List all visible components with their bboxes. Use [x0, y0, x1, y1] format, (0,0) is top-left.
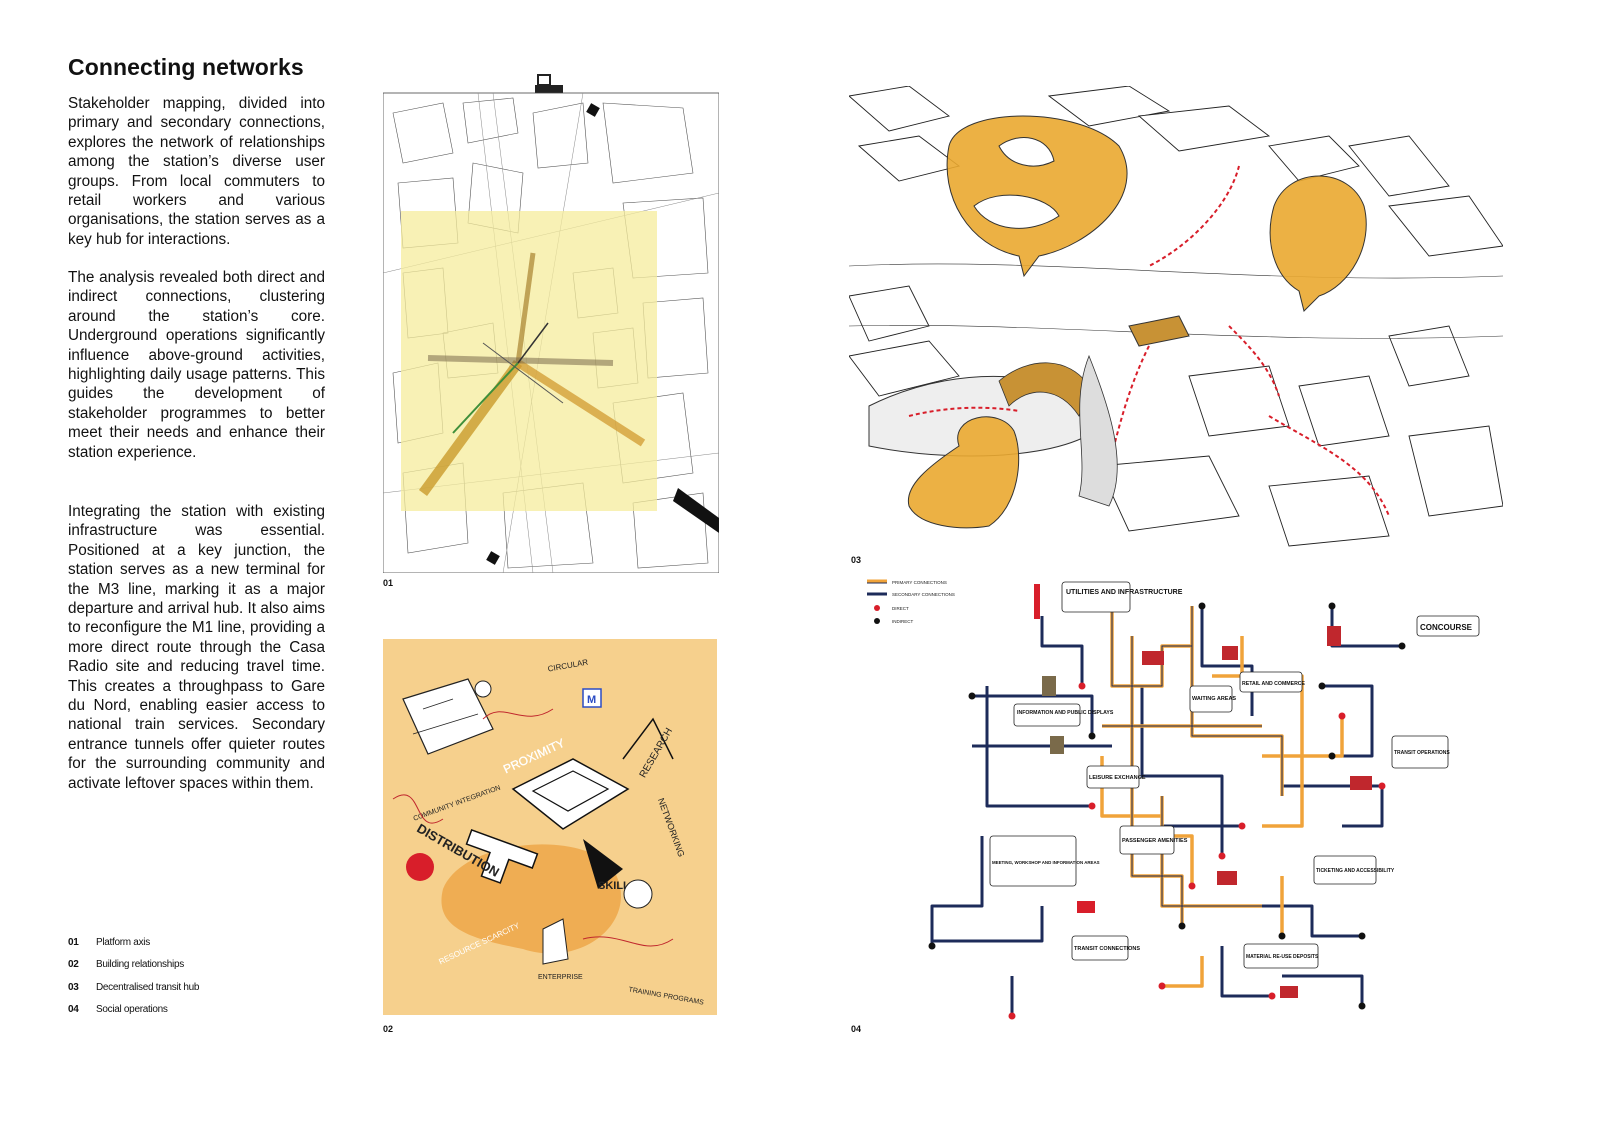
sketch-community: COMMUNITY INTEGRATION [412, 785, 501, 823]
network-legend: PRIMARY CONNECTIONS SECONDARY CONNECTION… [867, 579, 955, 624]
svg-text:PASSENGER AMENITIES: PASSENGER AMENITIES [1122, 838, 1188, 844]
sketch-enterprise: ENTERPRISE [538, 974, 583, 981]
figure-02-label: 02 [383, 1024, 394, 1034]
svg-text:MEETING, WORKSHOP AND INFORMAT: MEETING, WORKSHOP AND INFORMATION AREAS [992, 860, 1100, 865]
network-nodes [928, 602, 1406, 1020]
page-title: Connecting networks [68, 54, 304, 80]
svg-text:CONCOURSE: CONCOURSE [1420, 623, 1473, 632]
svg-text:M: M [587, 694, 596, 706]
svg-text:TRANSIT CONNECTIONS: TRANSIT CONNECTIONS [1074, 946, 1140, 952]
sketch-training: TRAINING PROGRAMS [628, 986, 705, 1006]
svg-text:MATERIAL RE-USE DEPOSITS: MATERIAL RE-USE DEPOSITS [1246, 954, 1319, 960]
stakeholder-icons [1034, 584, 1372, 998]
integration-paragraph: Integrating the station with existing in… [68, 503, 325, 792]
svg-text:UTILITIES AND INFRASTRUCTURE: UTILITIES AND INFRASTRUCTURE [1066, 589, 1183, 596]
svg-text:SECONDARY CONNECTIONS: SECONDARY CONNECTIONS [892, 592, 955, 597]
rail-yard-sketch-icon [402, 678, 494, 755]
badge-icon [406, 853, 434, 881]
binder-clip-icon [535, 74, 563, 93]
svg-text:INFORMATION AND PUBLIC DISPLAY: INFORMATION AND PUBLIC DISPLAYS [1017, 710, 1114, 716]
secondary-connections [930, 606, 1402, 1016]
callout-bubble-plaza [946, 115, 1128, 278]
axonometric-buildings [849, 86, 1503, 547]
svg-text:TICKETING AND ACCESSIBILITY: TICKETING AND ACCESSIBILITY [1316, 868, 1395, 874]
figure-04-social-network-map: PRIMARY CONNECTIONS SECONDARY CONNECTION… [862, 576, 1488, 1021]
figure-04-label: 04 [851, 1024, 862, 1034]
intro-paragraph: Stakeholder mapping, divided into primar… [68, 95, 325, 248]
callout-bubble-retail [1269, 175, 1367, 312]
figure-01-label: 01 [383, 578, 394, 588]
svg-text:LEISURE EXCHANGE: LEISURE EXCHANGE [1089, 775, 1146, 781]
svg-text:PRIMARY CONNECTIONS: PRIMARY CONNECTIONS [892, 580, 947, 585]
figure-02-relationships-sketch: DISTRIBUTION PROXIMITY SKILLS RESEARCH N… [383, 639, 717, 1015]
station-sketch-icon [511, 717, 674, 830]
callout-bubble-market [907, 416, 1020, 529]
bubble-labels: UTILITIES AND INFRASTRUCTURE CONCOURSE I… [989, 581, 1480, 969]
sketch-networking: NETWORKING [656, 797, 687, 859]
figure-03-transit-hub-drawing [849, 86, 1503, 549]
figure-01-platform-axis-map [383, 73, 719, 573]
svg-text:WAITING AREAS: WAITING AREAS [1192, 696, 1236, 702]
sketch-circular: CIRCULAR [547, 658, 589, 674]
platform-axis [418, 252, 646, 496]
svg-text:TRANSIT OPERATIONS: TRANSIT OPERATIONS [1394, 750, 1450, 756]
svg-text:DIRECT: DIRECT [892, 606, 909, 611]
figure-03-label: 03 [851, 555, 862, 565]
svg-text:INDIRECT: INDIRECT [892, 619, 914, 624]
analysis-paragraph: The analysis revealed both direct and in… [68, 269, 325, 461]
svg-text:RETAIL AND COMMERCE: RETAIL AND COMMERCE [1242, 681, 1306, 687]
